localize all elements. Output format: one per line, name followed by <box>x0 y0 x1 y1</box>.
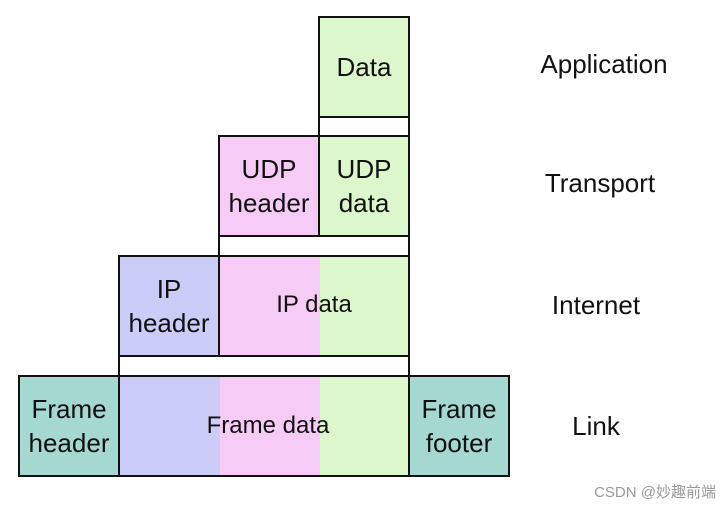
application-connector <box>318 116 410 137</box>
layer-label-internet: Internet <box>551 290 641 320</box>
udp-data-label: UDP data <box>336 154 392 218</box>
layer-label-link: Link <box>572 411 620 441</box>
transport-connector <box>218 235 410 257</box>
frame-footer-box: Frame footer <box>408 375 510 477</box>
frame-footer-label: Frame footer <box>421 394 497 458</box>
frame-data-label: Frame data <box>206 412 330 439</box>
ip-data-label: IP data <box>276 291 352 318</box>
ip-header-label: IP header <box>128 274 210 338</box>
layer-label-transport: Transport <box>544 168 656 198</box>
frame-header-label: Frame header <box>28 394 110 458</box>
application-data-label: Data <box>336 52 392 82</box>
layer-label-application: Application <box>540 49 668 79</box>
frame-header-box: Frame header <box>18 375 120 477</box>
ip-header-box: IP header <box>118 255 220 357</box>
udp-data-box: UDP data <box>318 135 410 237</box>
frame-data-box <box>118 375 410 477</box>
ip-data-box <box>218 255 410 357</box>
ip-data-udp-header-segment <box>220 257 320 355</box>
ip-data-udp-data-segment <box>320 257 408 355</box>
udp-header-box: UDP header <box>218 135 320 237</box>
watermark: CSDN @妙趣前端 <box>594 484 716 501</box>
application-data-box: Data <box>318 16 410 118</box>
frame-data-udp-header-segment <box>220 377 320 475</box>
internet-connector <box>118 355 410 377</box>
frame-data-ip-header-segment <box>120 377 220 475</box>
udp-header-label: UDP header <box>228 154 310 218</box>
frame-data-udp-data-segment <box>320 377 408 475</box>
